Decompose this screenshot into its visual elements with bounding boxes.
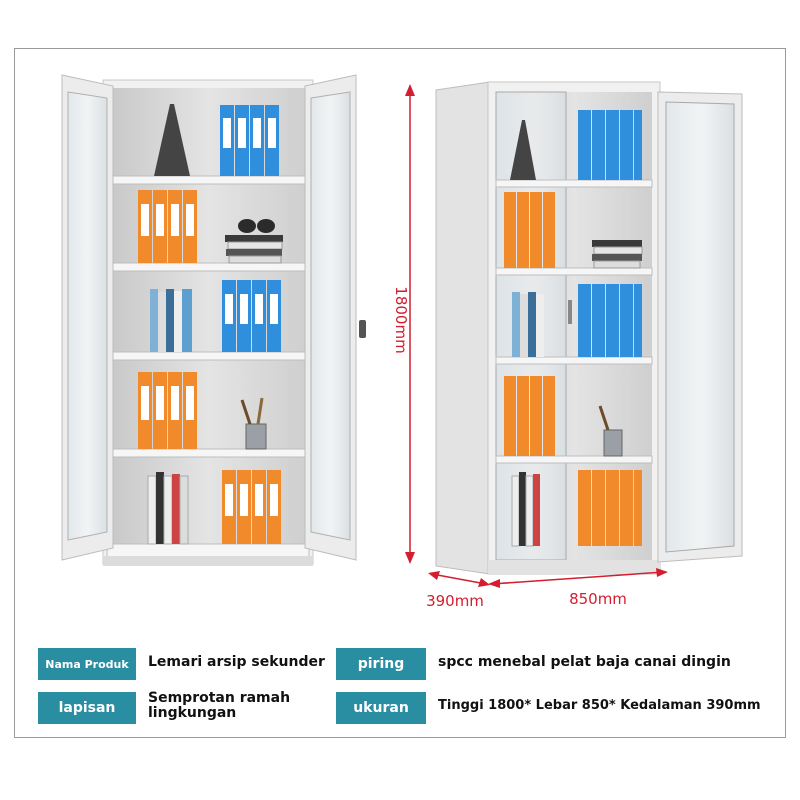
spec-label-coating: lapisan	[38, 692, 136, 724]
spec-label-size: ukuran	[336, 692, 426, 724]
book-spines	[150, 289, 192, 352]
content-frame	[14, 48, 786, 738]
cabinet-front-view	[61, 74, 366, 566]
spec-label-product-name: Nama Produk	[38, 648, 136, 680]
left-glass-door	[61, 74, 114, 561]
height-dimension	[405, 84, 415, 564]
books-lower	[511, 472, 540, 547]
blue-binders-row	[220, 105, 279, 176]
spec-label-plate: piring	[336, 648, 426, 680]
spec-value-size: Tinggi 1800* Lebar 850* Kedalaman 390mm	[438, 698, 761, 713]
orange-binders-mid	[504, 376, 555, 456]
stacked-books	[225, 219, 283, 264]
orange-binders-row-2	[138, 372, 197, 449]
spec-value-coating: Semprotan ramah lingkungan	[148, 690, 291, 721]
spec-value-plate: spcc menebal pelat baja canai dingin	[438, 654, 731, 670]
orange-binders-row	[138, 190, 197, 263]
depth-label: 390mm	[426, 592, 484, 610]
depth-dimension	[428, 571, 490, 587]
width-dimension	[488, 568, 668, 588]
open-glass-door	[657, 91, 743, 563]
eiffel-tower-ornament-2	[510, 120, 536, 180]
blue-binders-upper	[578, 110, 642, 180]
books-stack-2	[592, 240, 643, 269]
orange-binders-lower	[578, 470, 642, 546]
book-spines-2	[147, 472, 189, 545]
right-glass-door	[304, 74, 366, 561]
pen-holder	[240, 397, 267, 450]
blue-binders-mid	[578, 284, 642, 357]
cabinet-angled-view	[435, 81, 743, 575]
books-mid	[512, 292, 544, 357]
orange-binders-row-3	[222, 470, 281, 544]
spec-value-product-name: Lemari arsip sekunder	[148, 654, 325, 670]
eiffel-tower-ornament	[154, 104, 190, 176]
pen-holder-2	[598, 405, 623, 457]
blue-binders-row-2	[222, 280, 281, 352]
orange-binders-upper	[504, 192, 555, 268]
width-label: 850mm	[569, 590, 627, 608]
height-label: 1800mm	[392, 286, 410, 353]
